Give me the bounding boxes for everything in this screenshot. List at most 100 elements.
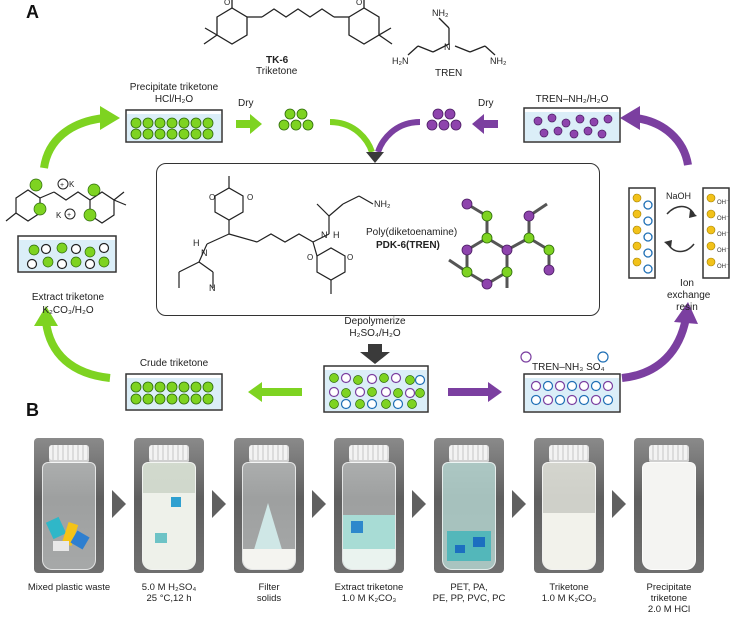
caption-line: solids [256, 593, 282, 604]
panel-b-letter: B [26, 400, 39, 420]
extract-label-2: K₂CO₃/H₂O [42, 305, 94, 316]
svg-text:OH⁻: OH⁻ [717, 216, 729, 222]
triketone-salt-icon [5, 189, 127, 224]
jar-cap [149, 445, 189, 463]
tren-solution-label: TREN–NH₂/H₂O [535, 94, 609, 105]
photo-mixed-waste [34, 438, 104, 573]
svg-text:OH⁻: OH⁻ [717, 248, 729, 254]
photo-plastics [434, 438, 504, 573]
jar-cap [549, 445, 589, 463]
caption-step-3: Filter solids [219, 582, 319, 604]
caption-line: Precipitate [646, 582, 692, 593]
crude-triketone-label: Crude triketone [139, 358, 209, 369]
svg-text:N: N [209, 283, 216, 293]
svg-text:NH₂: NH₂ [374, 199, 391, 209]
tk6-structure-icon [203, 0, 393, 45]
svg-text:OH⁻: OH⁻ [717, 232, 729, 238]
svg-text:OH⁻: OH⁻ [717, 200, 729, 206]
jar [642, 462, 696, 570]
tk6-subtitle: Triketone [256, 66, 298, 77]
jar [242, 462, 296, 570]
caption-line: 2.0 M HCl [647, 604, 691, 615]
caption-step-2: 5.0 M H₂SO₄ 25 °C,12 h [119, 582, 219, 604]
step-arrow-5 [512, 490, 526, 518]
ion-label-1: Ion [680, 278, 694, 289]
caption-step-4: Extract triketone 1.0 M K₂CO₃ [319, 582, 419, 604]
caption-line: PE, PP, PVC, PC [432, 593, 506, 604]
caption-line: Filter [258, 582, 280, 593]
photo-precipitate [634, 438, 704, 573]
svg-text:O: O [347, 253, 353, 262]
svg-text:O: O [356, 0, 362, 7]
jar [142, 462, 196, 570]
svg-text:+: + [67, 212, 71, 219]
polymer-box: H N N H NH₂ O O O O N [156, 163, 600, 316]
jar-cap [49, 445, 89, 463]
step-arrow-4 [412, 490, 426, 518]
pdk-structure-icon: H N N H NH₂ O O O O N [178, 176, 555, 294]
precipitate-label-1: Precipitate triketone [129, 82, 219, 93]
svg-text:N: N [321, 230, 328, 240]
depolymerize-label-1: Depolymerize [344, 316, 406, 327]
ion-label-2: exchange [667, 290, 711, 301]
panel-a-diagram: O O N NH₂ H₂N NH₂ [5, 0, 730, 413]
svg-text:N: N [444, 42, 451, 52]
jar-cap [649, 445, 689, 463]
ion-column-left [628, 187, 656, 279]
precipitate-label-2: HCl/H₂O [154, 94, 194, 105]
caption-line: 1.0 M K₂CO₃ [341, 593, 397, 604]
panel-a-letter: A [26, 2, 39, 22]
naoh-label: NaOH [666, 191, 692, 201]
caption-step-5: PET, PA, PE, PP, PVC, PC [419, 582, 519, 604]
dry-label-left: Dry [238, 98, 254, 109]
photo-extract [334, 438, 404, 573]
ion-label-3: resin [676, 302, 698, 313]
jar-cap [249, 445, 289, 463]
photo-acid [134, 438, 204, 573]
tren-structure-icon [407, 17, 496, 56]
svg-text:N: N [201, 248, 208, 258]
photo-triketone [534, 438, 604, 573]
jar-cap [449, 445, 489, 463]
svg-text:H: H [193, 238, 200, 248]
caption-step-7: Precipitate triketone 2.0 M HCl [619, 582, 719, 615]
jar [442, 462, 496, 570]
svg-text:NH₂: NH₂ [490, 56, 507, 66]
caption-line: 5.0 M H₂SO₄ [141, 582, 197, 593]
caption-line: PET, PA, [450, 582, 488, 593]
polymer-title: Poly(diketoenamine) [366, 227, 458, 238]
jar [542, 462, 596, 570]
svg-text:K: K [69, 180, 75, 189]
dry-label-right: Dry [478, 98, 494, 109]
svg-text:NH₂: NH₂ [432, 8, 449, 18]
polymer-name: PDK-6(TREN) [376, 240, 440, 251]
svg-text:+: + [60, 182, 64, 189]
extract-label-1: Extract triketone [31, 292, 105, 303]
svg-text:OH⁻: OH⁻ [717, 264, 729, 270]
svg-text:O: O [209, 193, 215, 202]
caption-step-1: Mixed plastic waste [19, 582, 119, 593]
svg-text:H₂N: H₂N [392, 56, 409, 66]
caption-line: 1.0 M K₂CO₃ [541, 593, 597, 604]
tren-sulfate-label: TREN–NH₃ SO₄ [532, 362, 605, 373]
tk6-name: TK-6 [266, 55, 289, 66]
caption-line: Mixed plastic waste [27, 582, 111, 593]
jar [42, 462, 96, 570]
jar-cap [349, 445, 389, 463]
caption-step-6: Triketone 1.0 M K₂CO₃ [519, 582, 619, 604]
caption-line: 25 °C,12 h [146, 593, 192, 604]
step-arrow-6 [612, 490, 626, 518]
svg-text:O: O [247, 193, 253, 202]
svg-text:H: H [333, 230, 340, 240]
step-arrow-3 [312, 490, 326, 518]
caption-line: Triketone [549, 582, 589, 593]
caption-line: Extract triketone [334, 582, 404, 593]
step-arrow-2 [212, 490, 226, 518]
depolymerize-label-2: H₂SO₄/H₂O [349, 328, 401, 339]
svg-text:K: K [56, 211, 62, 220]
caption-line: triketone [650, 593, 688, 604]
jar [342, 462, 396, 570]
svg-text:O: O [307, 253, 313, 262]
svg-text:O: O [224, 0, 230, 7]
photo-filter [234, 438, 304, 573]
